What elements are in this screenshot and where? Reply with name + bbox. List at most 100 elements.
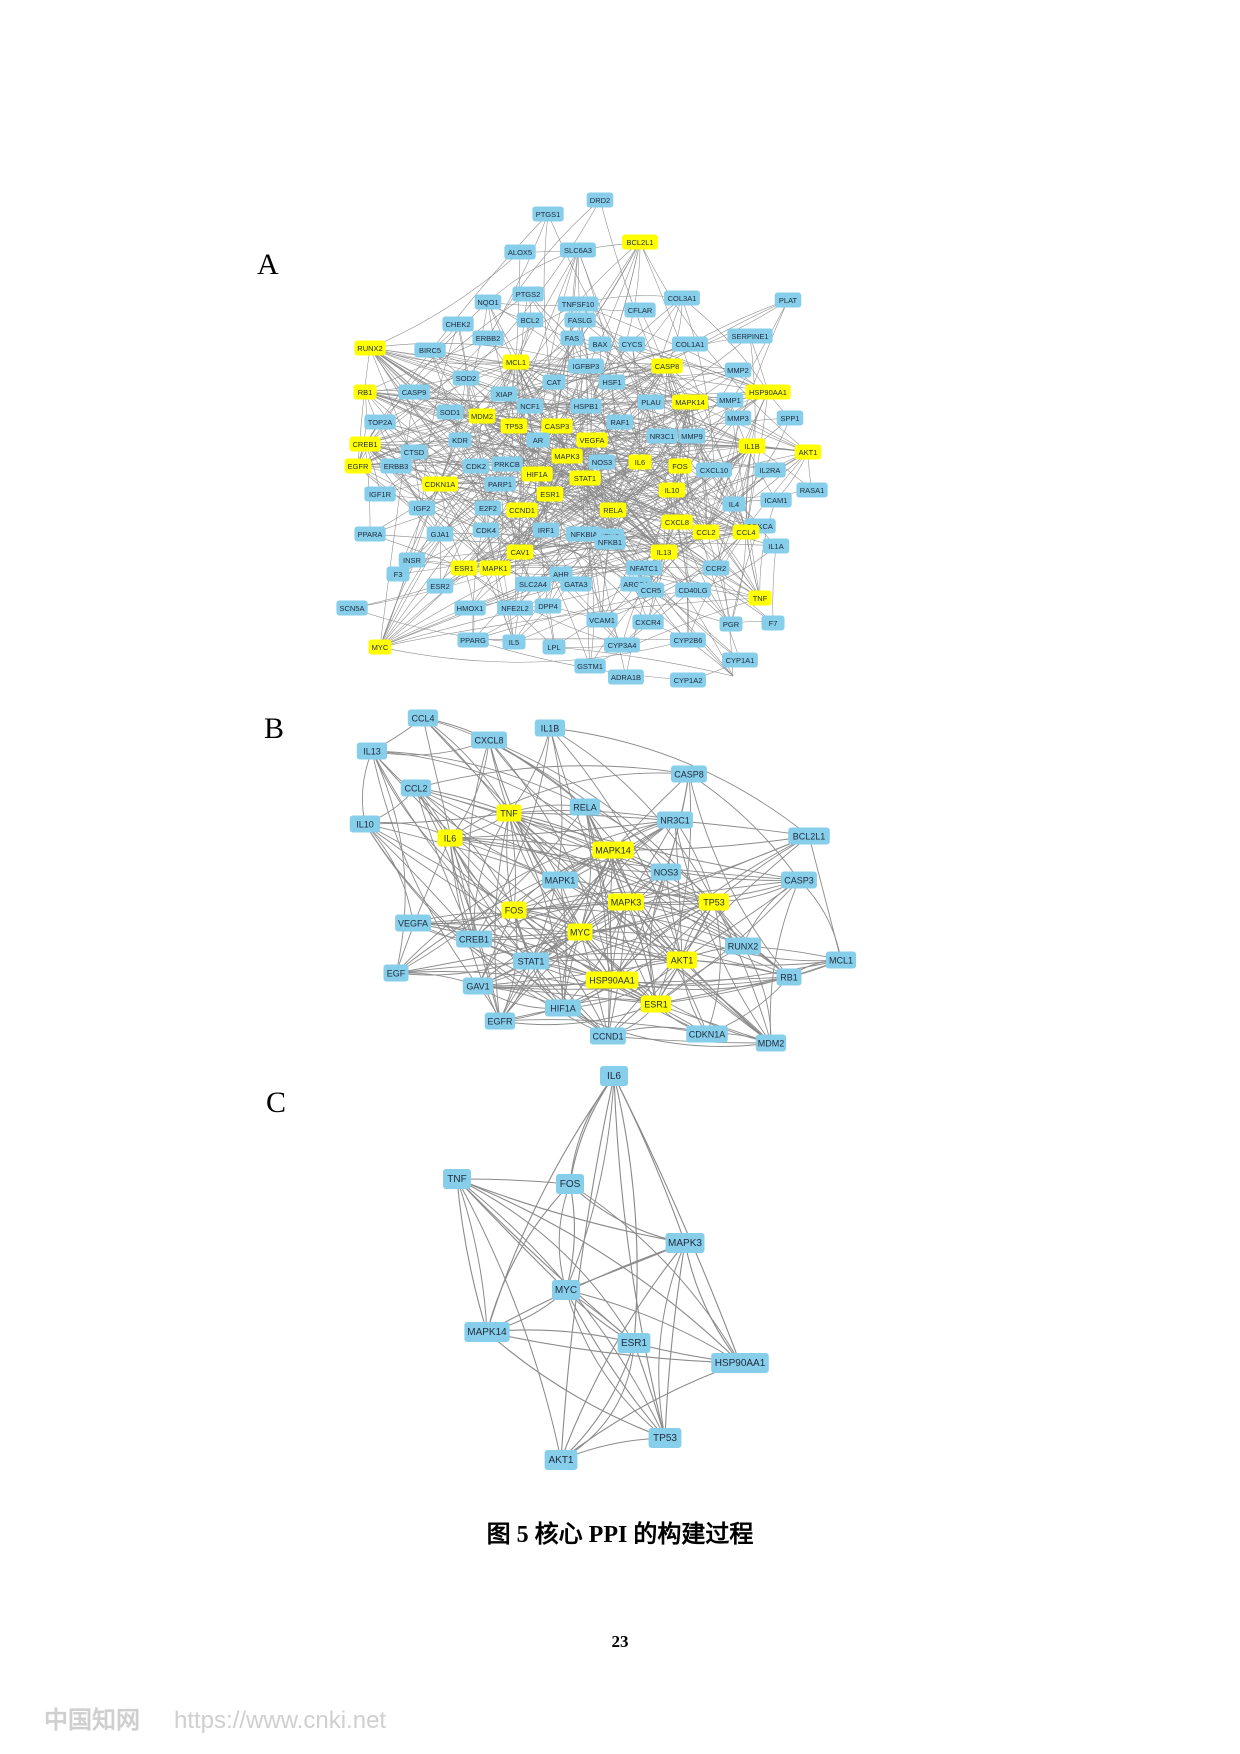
network-a-node[interactable]: PLAT [774,292,802,308]
network-c-node[interactable]: ESR1 [617,1333,651,1353]
network-a-node[interactable]: MCL1 [502,354,530,370]
network-a-node[interactable]: F7 [761,615,785,631]
network-b-node[interactable]: NR3C1 [657,811,693,829]
network-a-node[interactable]: GATA3 [560,576,592,592]
network-a-node[interactable]: CTSD [400,444,428,460]
network-a-node[interactable]: ALOX5 [504,244,536,260]
network-b-node[interactable]: HIF1A [545,999,581,1017]
network-a-node[interactable]: XIAP [490,386,518,402]
network-a-node[interactable]: TP53 [500,418,528,434]
network-a-node[interactable]: CFLAR [624,302,656,318]
network-a-node[interactable]: ESR1 [450,560,478,576]
network-b-node[interactable]: CXCL8 [471,731,507,749]
network-a-node[interactable]: SPP1 [776,410,804,426]
network-a-node[interactable]: COL3A1 [664,290,700,306]
network-a-node[interactable]: SLC2A4 [515,576,551,592]
network-a-node[interactable]: TOP2A [364,414,396,430]
network-a-node[interactable]: SOD1 [436,404,464,420]
network-a-node[interactable]: E2F2 [474,500,502,516]
network-b-node[interactable]: CDKN1A [686,1025,728,1043]
network-a-node[interactable]: CD40LG [675,582,711,598]
network-a-node[interactable]: IL1B [738,438,766,454]
network-a-node[interactable]: MMP9 [678,428,706,444]
network-a-node[interactable]: NCF1 [516,398,544,414]
network-a-node[interactable]: CCR2 [702,560,730,576]
network-a-node[interactable]: HMOX1 [454,600,486,616]
network-a-node[interactable]: CCL2 [692,524,720,540]
network-a-node[interactable]: NR3C1 [646,428,678,444]
network-a-node[interactable]: CYCS [618,336,646,352]
network-b-node[interactable]: IL1B [534,719,566,737]
network-a-node[interactable]: CDKN1A [422,476,458,492]
network-a-node[interactable]: IRF1 [532,522,560,538]
network-a-node[interactable]: ESR2 [426,578,454,594]
network-a-node[interactable]: PGR [719,616,743,632]
network-b-node[interactable]: RB1 [776,968,802,986]
network-a-node[interactable]: KDR [448,432,472,448]
network-a-node[interactable]: CXCL10 [696,462,732,478]
network-a-node[interactable]: NFATC1 [626,560,662,576]
network-a-node[interactable]: MAPK14 [672,394,708,410]
network-a-node[interactable]: MYC [368,639,392,655]
network-a-node[interactable]: CXCL8 [661,514,693,530]
network-a-node[interactable]: IGFBP3 [568,358,604,374]
network-b-node[interactable]: RELA [569,798,601,816]
network-a-node[interactable]: CYP2B6 [670,632,706,648]
network-a-node[interactable]: CHEK2 [442,316,474,332]
network-c-node[interactable]: MYC [552,1280,580,1300]
network-a-node[interactable]: HSP90AA1 [745,384,791,400]
network-a-node[interactable]: IL2RA [754,462,786,478]
network-a-node[interactable]: PTGS2 [512,286,544,302]
network-b-node[interactable]: CASP8 [671,765,707,783]
network-a-node[interactable]: GJA1 [426,526,454,542]
network-a-node[interactable]: SCN5A [336,600,368,616]
network-b-node[interactable]: CREB1 [456,930,492,948]
network-b-node[interactable]: HSP90AA1 [585,971,639,989]
network-b-node[interactable]: EGF [383,964,409,982]
network-a-node[interactable]: PTGS1 [532,206,564,222]
network-a-node[interactable]: MMP3 [724,410,752,426]
network-a-node[interactable]: FOS [668,458,692,474]
network-a-node[interactable]: IL10 [658,482,686,498]
network-a-node[interactable]: SLC6A3 [560,242,596,258]
network-a-node[interactable]: IL4 [722,496,746,512]
network-a-node[interactable]: DRD2 [586,192,614,208]
network-a-node[interactable]: F3 [386,566,410,582]
network-a-node[interactable]: ERBB3 [380,458,412,474]
network-c-node[interactable]: MAPK3 [665,1233,705,1253]
network-a-node[interactable]: RUNX2 [354,340,386,356]
network-a-node[interactable]: IL5 [502,634,526,650]
network-a-node[interactable]: CASP3 [541,418,573,434]
network-b-node[interactable]: CASP3 [781,871,817,889]
network-a-node[interactable]: VCAM1 [586,612,618,628]
network-a-node[interactable]: IL1A [762,538,790,554]
network-b-node[interactable]: ESR1 [640,995,672,1013]
network-a-node[interactable]: INSR [398,552,426,568]
network-b-node[interactable]: IL10 [349,815,381,833]
network-a-node[interactable]: NQO1 [474,294,502,310]
network-b-node[interactable]: MYC [567,923,593,941]
network-a-node[interactable]: IGF2 [408,500,436,516]
network-c-node[interactable]: IL6 [600,1066,628,1086]
network-a-node[interactable]: CYP1A1 [722,652,758,668]
network-a-node[interactable]: RB1 [353,384,377,400]
network-b-node[interactable]: AKT1 [666,951,698,969]
network-a-node[interactable]: BCL2 [516,312,544,328]
network-a-node[interactable]: ERBB2 [472,330,504,346]
network-a-node[interactable]: COL1A1 [672,336,708,352]
network-a-node[interactable]: CASP9 [398,384,430,400]
network-c-node[interactable]: HSP90AA1 [711,1353,769,1373]
network-b-node[interactable]: IL6 [437,829,463,847]
network-a-node[interactable]: CXCR4 [632,614,664,630]
network-a-node[interactable]: PPARA [354,526,386,542]
network-a-node[interactable]: TNFSF10 [557,296,599,312]
network-a-node[interactable]: EGFR [344,458,372,474]
network-a-node[interactable]: CREB1 [349,436,381,452]
network-b-node[interactable]: CCL4 [407,709,439,727]
network-b-node[interactable]: CCND1 [590,1027,626,1045]
network-a-node[interactable]: CCR5 [637,582,665,598]
network-b-node[interactable]: MCL1 [825,951,857,969]
network-a-node[interactable]: LPL [542,639,566,655]
network-a-node[interactable]: MAPK1 [479,560,511,576]
network-a-node[interactable]: AKT1 [794,444,822,460]
